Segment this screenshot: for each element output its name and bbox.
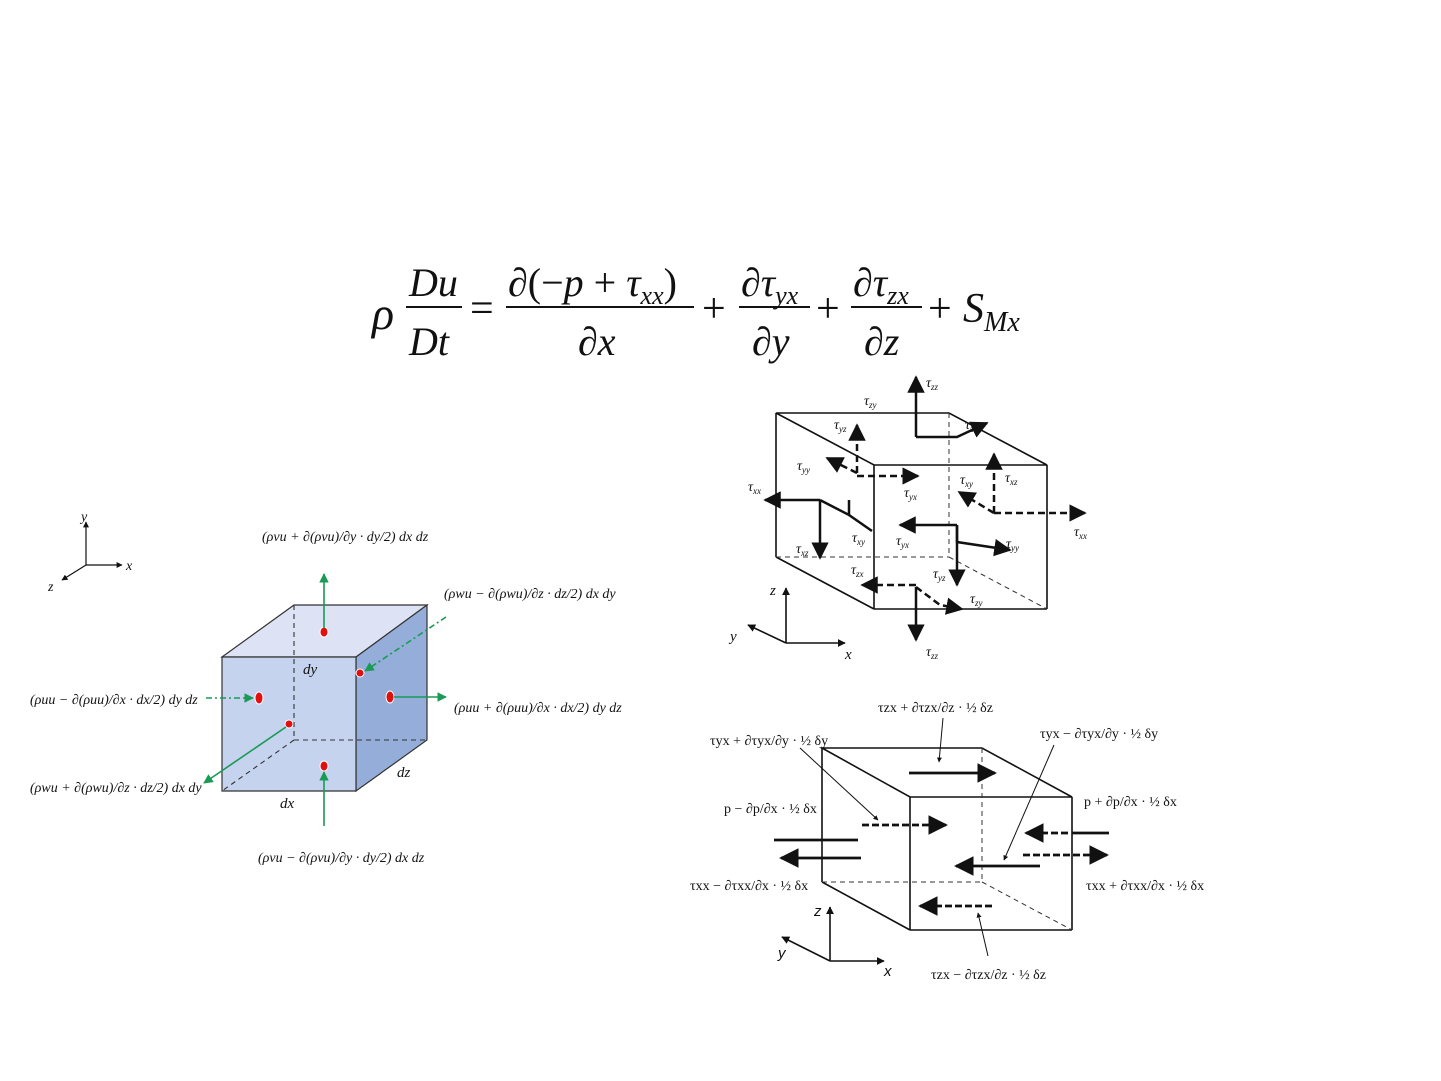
xforce-axis-x: x	[883, 963, 892, 980]
edge-dx: dx	[280, 796, 295, 812]
stress-arrows-solid	[763, 375, 1012, 642]
svg-text:SMx: SMx	[963, 286, 1020, 338]
svg-text:∂τzx: ∂τzx	[853, 260, 909, 310]
flux-control-volume: y x z dy dx dz	[30, 510, 622, 866]
flux-back-label: (ρwu − ∂(ρwu)/∂z · dz/2) dx dy	[444, 587, 616, 602]
svg-text:∂x: ∂x	[578, 319, 616, 364]
x-force-cube: τzx + ∂τzx/∂z · ½ δz τzx − ∂τzx/∂z · ½ δ…	[690, 701, 1204, 983]
svg-text:τzz: τzz	[926, 376, 939, 392]
txx-plus-label: τxx + ∂τxx/∂x · ½ δx	[1086, 879, 1204, 894]
p-plus-label: p + ∂p/∂x · ½ δx	[1084, 795, 1177, 810]
svg-text:τxz: τxz	[796, 542, 809, 558]
top-shear-label: τzx + ∂τzx/∂z · ½ δz	[878, 701, 993, 716]
svg-text:+: +	[816, 286, 840, 332]
svg-text:+: +	[928, 286, 952, 332]
svg-text:τzy: τzy	[864, 394, 877, 410]
flux-top-label: (ρvu + ∂(ρvu)/∂y · dy/2) dx dz	[262, 530, 429, 545]
xforce-arrows-solid	[774, 763, 1109, 876]
svg-text:τxx: τxx	[748, 480, 761, 496]
svg-text:τxy: τxy	[852, 531, 865, 547]
svg-text:τzz: τzz	[926, 645, 939, 661]
svg-text:ρ: ρ	[370, 288, 394, 339]
svg-text:τxy: τxy	[960, 473, 973, 489]
svg-text:τzx: τzx	[965, 418, 978, 434]
svg-text:τyz: τyz	[834, 418, 847, 434]
p-minus-label: p − ∂p/∂x · ½ δx	[724, 802, 817, 817]
flux-axis-x: x	[125, 559, 133, 574]
stress-cube-edges	[775, 412, 1048, 610]
x-momentum-equation: ρ Du Dt = ∂(−p + τxx) ∂x + ∂τyx ∂y + ∂τz…	[370, 260, 1020, 364]
flux-axis-y: y	[79, 510, 88, 525]
stress-axis-y: y	[728, 629, 737, 645]
cube-hidden-edges	[221, 605, 427, 792]
stress-axes	[747, 587, 846, 647]
svg-text:τyx: τyx	[896, 534, 909, 550]
xforce-cube-edges	[818, 747, 1073, 931]
svg-text:τzy: τzy	[970, 592, 983, 608]
flux-arrows	[203, 573, 447, 826]
edge-dz: dz	[397, 765, 411, 781]
flux-points	[254, 626, 395, 772]
edge-dy: dy	[303, 662, 318, 678]
flux-axis-z: z	[47, 580, 54, 595]
flux-bottom-label: (ρvu − ∂(ρvu)/∂y · dy/2) dx dz	[258, 851, 425, 866]
svg-text:τyz: τyz	[933, 567, 946, 583]
bottom-shear-label: τzx − ∂τzx/∂z · ½ δz	[931, 968, 1046, 983]
svg-text:τxx: τxx	[1074, 525, 1087, 541]
stress-cube-hidden-edges	[776, 413, 1048, 610]
stress-axis-x: x	[844, 647, 852, 663]
svg-text:∂(−p + τxx): ∂(−p + τxx)	[508, 260, 677, 310]
flux-front-label: (ρwu + ∂(ρwu)/∂z · dz/2) dx dy	[30, 781, 202, 796]
svg-text:=: =	[470, 286, 494, 332]
stress-arrows-dashed	[825, 423, 1087, 615]
svg-text:τxz: τxz	[1005, 471, 1018, 487]
svg-text:Du: Du	[408, 260, 458, 305]
svg-text:+: +	[702, 286, 726, 332]
xforce-labels: τzx + ∂τzx/∂z · ½ δz τzx − ∂τzx/∂z · ½ δ…	[690, 701, 1204, 983]
flux-left-label: (ρuu − ∂(ρuu)/∂x · dx/2) dy dz	[30, 693, 198, 708]
txx-minus-label: τxx − ∂τxx/∂x · ½ δx	[690, 879, 808, 894]
xforce-axes	[781, 906, 885, 965]
svg-text:τyy: τyy	[797, 459, 810, 475]
xforce-axis-z: z	[813, 903, 822, 920]
svg-text:τyx: τyx	[904, 486, 917, 502]
svg-text:∂y: ∂y	[752, 319, 790, 364]
svg-text:Dt: Dt	[408, 319, 450, 364]
xforce-arrows-dashed	[862, 815, 1109, 916]
back-right-shear-label: τyx − ∂τyx/∂y · ½ δy	[1040, 727, 1158, 742]
stress-labels: τzz τzy τyz τzx τyy τxx τyx τxy τxz τxx …	[748, 376, 1087, 661]
svg-text:τyy: τyy	[1006, 537, 1019, 553]
back-left-shear-label: τyx + ∂τyx/∂y · ½ δy	[710, 734, 828, 749]
xforce-axis-y: y	[777, 945, 787, 962]
flux-right-label: (ρuu + ∂(ρuu)/∂x · dx/2) dy dz	[454, 701, 622, 716]
xforce-leaders	[799, 717, 1055, 957]
svg-text:∂τyx: ∂τyx	[741, 260, 799, 310]
flux-axes	[61, 521, 123, 581]
svg-text:∂z: ∂z	[864, 319, 900, 364]
stress-components-cube: τzz τzy τyz τzx τyy τxx τyx τxy τxz τxx …	[728, 375, 1087, 663]
svg-text:τzx: τzx	[851, 563, 864, 579]
stress-axis-z: z	[769, 583, 776, 599]
